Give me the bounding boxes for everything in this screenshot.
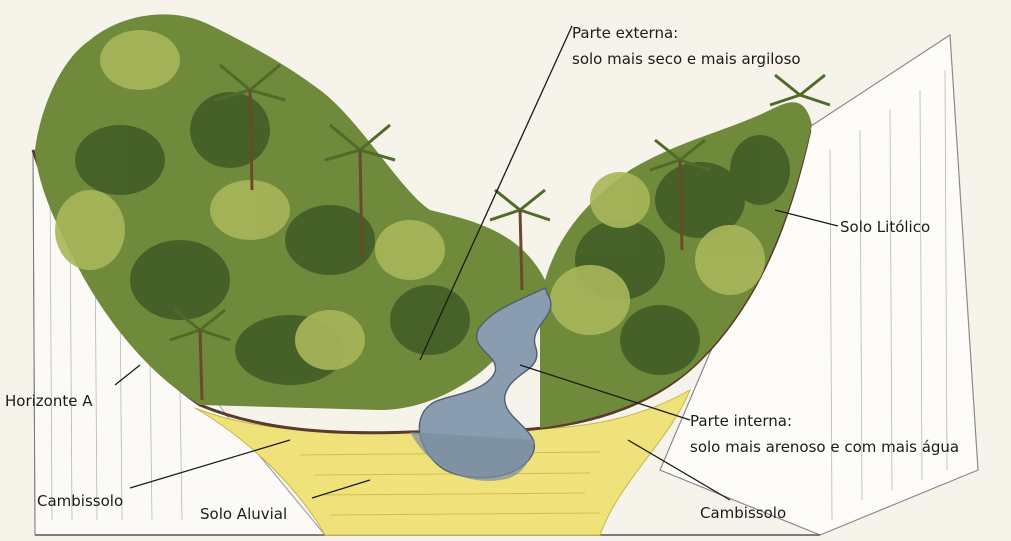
label-cambissolo-left: Cambissolo [37, 492, 123, 510]
label-parte-externa-desc: solo mais seco e mais argiloso [572, 50, 801, 68]
label-solo-aluvial: Solo Aluvial [200, 505, 287, 523]
label-parte-externa-title: Parte externa: [572, 24, 678, 42]
label-cambissolo-right: Cambissolo [700, 504, 786, 522]
label-parte-interna-desc: solo mais arenoso e com mais água [690, 438, 959, 456]
label-horizonte-a: Horizonte A [5, 392, 93, 410]
label-solo-litolico: Solo Litólico [840, 218, 930, 236]
label-parte-interna-title: Parte interna: [690, 412, 792, 430]
